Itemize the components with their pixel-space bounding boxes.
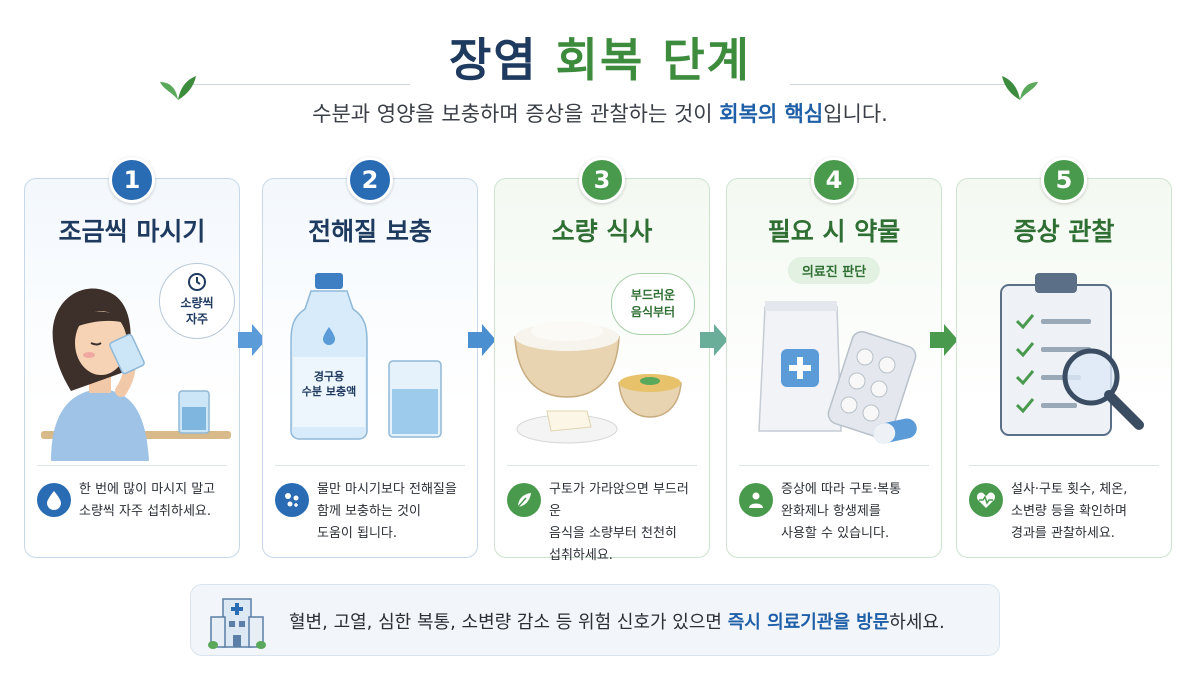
header: 장염 회복 단계 [0,14,1200,100]
heart-pulse-icon [969,483,1003,517]
step-number-badge: 5 [1041,157,1087,203]
step-number-badge: 3 [579,157,625,203]
step-description: 구토가 가라앉으면 부드러운 음식을 소량부터 천천히 섭취하세요. [549,482,689,563]
step-title: 조금씩 마시기 [58,217,206,246]
title-divider-left [190,84,410,85]
step-description: 증상에 따라 구토·복통 완화제나 항생제를 사용할 수 있습니다. [781,482,902,541]
step-card-2: 2 전해질 보충 경구용 수분 보충액 물만 마시기보다 전해질을 함께 보충하… [262,157,478,558]
warning-banner: 혈변, 고열, 심한 복통, 소변량 감소 등 위험 신호가 있으면 즉시 의료… [190,584,1000,656]
hospital-icon [208,598,266,649]
page-subtitle: 수분과 영양을 보충하며 증상을 관찰하는 것이 회복의 핵심입니다. [312,102,888,126]
step-card-3: 3 소량 식사 부드러운 음식부터 구토가 가라앉으면 부드러운 음식을 소량부… [494,157,710,563]
arrow-right-icon [238,324,266,356]
step-number-badge: 1 [109,157,155,203]
step-card-5: 5 증상 관찰 설사·구토 횟수, 체온, 소변량 등을 확인하며 경과를 관찰… [956,157,1172,558]
leaf-icon [507,483,541,517]
step-description: 한 번에 많이 마시지 말고 소량씩 자주 섭취하세요. [79,482,216,519]
water-drop-icon [37,483,71,517]
clipboard-checklist-illustration [1000,273,1144,436]
speech-bubble: 소량씩 자주 [159,263,235,339]
step-title: 증상 관찰 [1013,217,1115,246]
electrolyte-icon [275,483,309,517]
medical-judgment-badge: 의료진 판단 [787,257,881,284]
step-card-4: 4 필요 시 약물 의료진 판단 증상에 따라 구토·복통 완화제나 항생제를 … [726,157,942,558]
person-drinking-illustration [41,288,231,461]
doctor-icon [739,483,773,517]
step-title: 필요 시 약물 [767,217,901,246]
page-title: 장염 회복 단계 [449,33,751,87]
arrow-right-icon [700,324,728,356]
step-number-badge: 4 [811,157,857,203]
title-divider-right [790,84,1010,85]
porridge-meal-illustration [514,321,682,444]
step-number-badge: 2 [347,157,393,203]
arrow-right-icon [468,324,496,356]
card-divider [969,465,1159,466]
leaf-decoration-icon [160,76,196,100]
bottle-label: 경구용 수분 보충액 [301,370,357,398]
electrolyte-bottle-illustration [290,273,442,440]
card-divider [275,465,465,466]
warning-text: 혈변, 고열, 심한 복통, 소변량 감소 등 위험 신호가 있으면 즉시 의료… [289,612,945,633]
card-divider [507,465,697,466]
step-title: 전해질 보충 [308,217,432,246]
card-divider [37,465,227,466]
speech-bubble: 부드러운 음식부터 [611,273,695,335]
step-description: 설사·구토 횟수, 체온, 소변량 등을 확인하며 경과를 관찰하세요. [1011,482,1128,541]
arrow-right-icon [930,324,958,356]
medicine-illustration [758,301,917,444]
step-description: 물만 마시기보다 전해질을 함께 보충하는 것이 도움이 됩니다. [317,482,457,541]
leaf-decoration-icon [1002,76,1038,100]
step-card-1: 1 조금씩 마시기 소량씩 자주 한 번에 많이 마시지 말고 소량씩 자주 섭… [24,157,240,558]
card-divider [739,465,929,466]
clock-icon [188,273,206,291]
step-title: 소량 식사 [551,217,653,246]
